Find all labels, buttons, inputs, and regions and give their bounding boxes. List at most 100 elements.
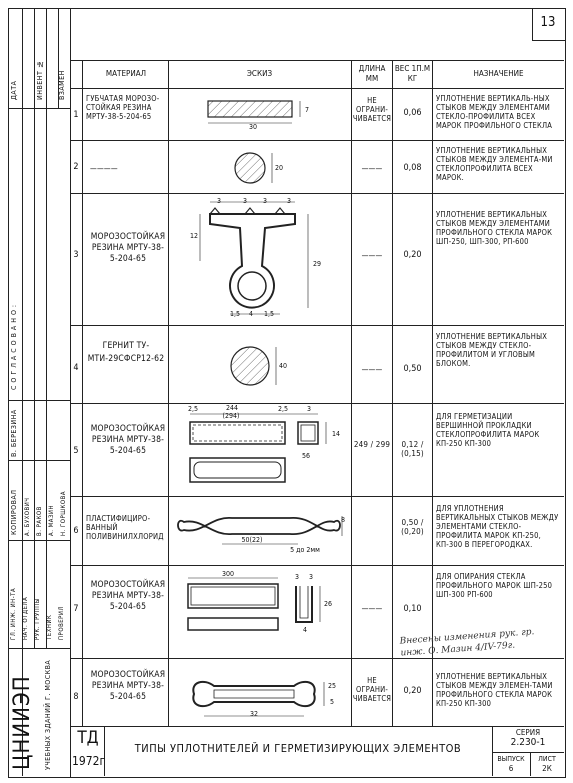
row-number: 8 — [73, 692, 79, 702]
dim-r5-b2: (294) — [222, 412, 240, 420]
margin-sign: В. Березина — [10, 409, 18, 457]
row-sep — [70, 496, 564, 497]
col-line-weight — [392, 60, 393, 726]
row-number: 4 — [73, 363, 79, 373]
dim-r3-a: 3 — [216, 197, 221, 205]
margin-line — [46, 8, 47, 648]
row-material: Морозостойкая резина МРТУ-38-5-204-65 — [90, 580, 166, 612]
header-material: Материал — [105, 69, 147, 78]
dim-r1-h: 7 — [304, 106, 309, 114]
row-purpose: Уплотнение вертикальных стыков между сте… — [436, 332, 548, 368]
dim-r5-c: 2,5 — [277, 405, 288, 413]
staff-role: Проверил — [58, 605, 65, 640]
staff-name: В. Раков — [36, 506, 43, 536]
org-sub: учебных зданий г. Москва — [44, 659, 52, 770]
stamp-line — [492, 726, 493, 776]
header-length: Длина мм — [358, 64, 386, 83]
margin-vzam: Взамен — [58, 70, 66, 100]
row-material: Гернит ТУ-МТИ-29СФСР12-62 — [87, 341, 165, 364]
margin-line — [34, 8, 35, 648]
row-sep — [70, 565, 564, 566]
row-length: ——— — [361, 365, 383, 374]
margin-line — [58, 8, 59, 108]
row-length: ——— — [361, 164, 383, 173]
dim-r7-b: 3 — [308, 573, 313, 581]
header-sketch: Эскиз — [246, 69, 273, 78]
margin-copy: Копировал — [10, 489, 18, 536]
col-line-material — [82, 60, 83, 726]
staff-role: Гл. инж. ин-та — [10, 587, 17, 640]
left-margin-block — [8, 8, 71, 778]
row-length: НЕ ОГРАНИ-ЧИВАЕТСЯ — [352, 96, 392, 123]
row-material: ———— — [90, 164, 118, 173]
row-purpose: Уплотнение вертикальных стыков между эле… — [436, 672, 553, 708]
stamp-year: 1972г — [72, 754, 106, 768]
row-number: 2 — [73, 162, 79, 172]
row-material: Морозостойкая резина МРТУ-38-5-204-65 — [90, 670, 166, 702]
staff-name: А. Мазин — [48, 504, 55, 536]
dim-r1-w: 30 — [248, 123, 257, 131]
row-material: Пластифициро-ванный поливинилхлорид — [86, 514, 164, 541]
row-length: 0,50 / (0,20) — [401, 518, 424, 536]
dim-r8-w: 32 — [249, 710, 258, 718]
sketch-row-4 — [228, 343, 288, 389]
stamp-series: 2.230-1 — [510, 737, 546, 748]
header-weight: Вес 1п.м кг — [394, 64, 431, 83]
dim-r3-e: 1,5 — [229, 310, 240, 318]
row-weight: 0,06 — [403, 108, 422, 118]
stamp-issue-label: Выпуск — [497, 755, 525, 763]
dim-r8-a: 25 — [327, 682, 336, 690]
row-sep — [70, 140, 564, 141]
row-purpose: Уплотнение вертикальных стыков между эле… — [436, 210, 553, 246]
margin-inv: Инвент № — [36, 59, 44, 100]
sketch-row-5 — [180, 410, 340, 494]
dim-r3-H: 29 — [312, 260, 321, 268]
dim-r6-h: 8 — [340, 516, 345, 524]
header-bottom-line — [70, 88, 564, 89]
row-sep — [70, 403, 564, 404]
stamp-line — [530, 752, 531, 776]
dim-r7-f: 4 — [302, 626, 307, 634]
header-top-line — [70, 60, 564, 61]
row-number: 3 — [73, 250, 79, 260]
dim-r3-g: 1,5 — [263, 310, 274, 318]
dim-r7-h: 26 — [323, 600, 332, 608]
row-length: НЕ ОГРАНИ-ЧИВАЕТСЯ — [352, 676, 392, 703]
row-sep — [70, 658, 564, 659]
row-purpose: Уплотнение вертикальных стыков между эле… — [436, 146, 553, 182]
stamp-series-label: Серия — [515, 728, 541, 737]
staff-name: Н. Горшкова — [60, 490, 67, 536]
margin-agreed: Согласовано: — [10, 301, 18, 390]
row-number: 6 — [73, 526, 79, 536]
dim-r4-d: 40 — [278, 362, 287, 370]
row-number: 5 — [73, 446, 79, 456]
stamp-line — [104, 726, 105, 776]
dim-r3-b: 3 — [242, 197, 247, 205]
row-purpose: Для опирания стекла профильного марок ШП… — [436, 572, 553, 599]
staff-name: А. Бухович — [24, 497, 31, 537]
row-length: ——— — [361, 251, 383, 260]
row-purpose: Для герметизации вершинной прокладки сте… — [436, 412, 540, 448]
dim-r5-d: 3 — [306, 405, 311, 413]
dim-r3-d: 3 — [286, 197, 291, 205]
dim-r3-c: 3 — [262, 197, 267, 205]
staff-role: Нач. отдела — [22, 596, 29, 640]
row-purpose: Уплотнение вертикаль-ных стыков между эл… — [436, 94, 553, 130]
margin-date: Дата — [10, 80, 18, 100]
table-bottom-line — [70, 726, 564, 727]
sketch-row-3 — [190, 196, 320, 322]
staff-role: Рук. группы — [34, 597, 41, 640]
col-line-purpose — [432, 60, 433, 726]
stamp-sheet: 2к — [542, 764, 552, 773]
dim-r5-e: 56 — [301, 452, 310, 460]
row-weight: 0,20 — [403, 250, 422, 260]
stamp-issue: 6 — [508, 764, 514, 773]
col-line-length — [351, 60, 352, 726]
dim-r5-f: 14 — [331, 430, 340, 438]
org-logo: ЦНИИЭП — [10, 675, 35, 770]
dim-r7-w: 300 — [221, 570, 235, 578]
dim-r6-w: 50(22) — [241, 536, 263, 544]
margin-line — [8, 400, 70, 401]
row-length: 249 / 299 — [353, 440, 391, 449]
sketch-row-2 — [228, 148, 288, 188]
